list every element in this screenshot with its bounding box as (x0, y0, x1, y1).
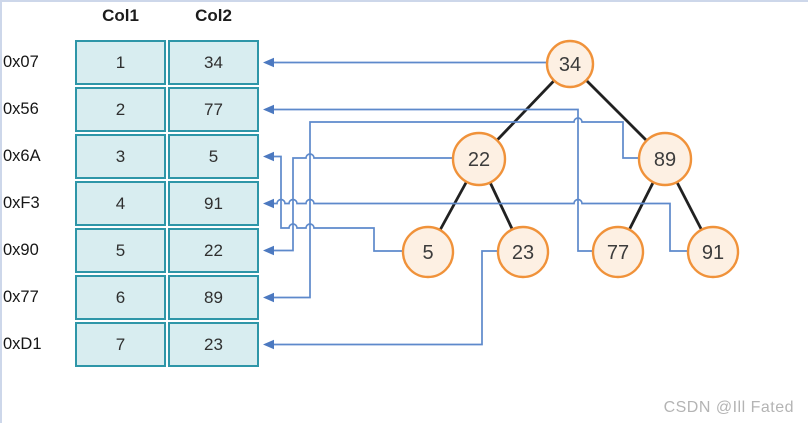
table-cell-col2: 77 (168, 87, 259, 132)
tree-node-5 (401, 225, 455, 279)
table-cell-col2: 89 (168, 275, 259, 320)
table-cell-col1: 3 (75, 134, 166, 179)
arrowhead-0x90 (263, 245, 274, 256)
pointer-line-89-to-0x77 (265, 117, 639, 299)
tree-node-23 (496, 225, 550, 279)
table-cell-col1: 5 (75, 228, 166, 273)
tree-node-label-77: 77 (607, 242, 629, 264)
tree-node-label-34: 34 (559, 54, 581, 76)
tree-node-label-91: 91 (702, 242, 724, 264)
arrowhead-0x6A (263, 151, 274, 162)
col2-header: Col2 (195, 6, 232, 25)
arrowhead-0x77 (263, 292, 274, 303)
address-label: 0xD1 (3, 335, 42, 353)
tree-node-label-5: 5 (422, 242, 433, 264)
arrowhead-0xF3 (263, 198, 274, 209)
frame-left-border (0, 0, 2, 423)
table-cell-col2: 34 (168, 40, 259, 85)
table-cell-col1: 6 (75, 275, 166, 320)
address-label: 0x56 (3, 100, 39, 118)
address-label: 0xF3 (3, 194, 40, 212)
pointer-line-22-to-0x90 (265, 153, 453, 252)
col1-header: Col1 (102, 6, 139, 25)
tree-node-22 (451, 131, 507, 187)
frame-top-border (0, 0, 808, 2)
tree-node-label-22: 22 (468, 149, 490, 171)
tree-node-label-23: 23 (512, 242, 534, 264)
table-cell-col1: 2 (75, 87, 166, 132)
address-label: 0x77 (3, 288, 39, 306)
address-label: 0x6A (3, 147, 41, 165)
table-cell-col2: 91 (168, 181, 259, 226)
arrowhead-0xD1 (263, 339, 274, 350)
watermark: CSDN @Ill Fated (663, 399, 794, 416)
tree-node-34 (545, 39, 595, 89)
table-cell-col1: 1 (75, 40, 166, 85)
pointer-line-5-to-0x6A (265, 155, 403, 252)
tree-node-89 (637, 131, 693, 187)
address-label: 0x90 (3, 241, 39, 259)
pointer-line-91-to-0xF3 (265, 198, 688, 252)
pointer-line-77-to-0x56 (265, 108, 593, 252)
arrowhead-0x07 (263, 57, 274, 68)
tree-node-77 (591, 225, 645, 279)
pointer-line-23-to-0xD1 (265, 250, 498, 346)
address-label: 0x07 (3, 53, 39, 71)
table-cell-col2: 5 (168, 134, 259, 179)
tree-node-label-89: 89 (654, 149, 676, 171)
table-cell-col1: 7 (75, 322, 166, 367)
table-cell-col1: 4 (75, 181, 166, 226)
table-cell-col2: 22 (168, 228, 259, 273)
tree-node-91 (686, 225, 740, 279)
table-cell-col2: 23 (168, 322, 259, 367)
arrowhead-0x56 (263, 104, 274, 115)
